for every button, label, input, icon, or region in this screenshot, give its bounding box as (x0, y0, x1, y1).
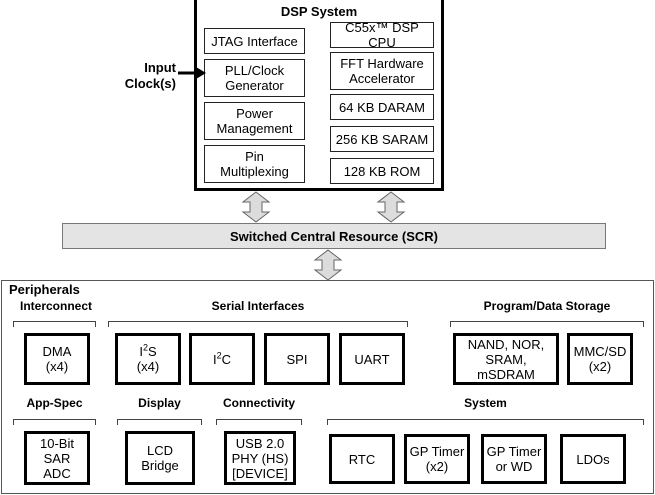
c55x-dsp-cpu-block: C55x™ DSP CPU (330, 20, 434, 50)
uart-block: UART (339, 333, 405, 385)
fft-hardware-accelerator-block: FFT Hardware Accelerator (330, 52, 434, 90)
rom-block: 128 KB ROM (330, 158, 434, 184)
i2s-suffix: S (x4) (136, 344, 160, 374)
peripherals-title: Peripherals (9, 282, 80, 297)
peripherals-block (1, 280, 654, 494)
dsp-system-title: DSP System (280, 4, 358, 19)
dma-block: DMA (x4) (24, 333, 90, 385)
lcd-bridge-block: LCD Bridge (125, 431, 195, 485)
input-clock-arrow-icon (178, 67, 206, 79)
system-bracket (327, 419, 644, 425)
i2c-label: I2C (212, 350, 232, 367)
serial-interfaces-bracket (108, 321, 408, 327)
daram-block: 64 KB DARAM (330, 94, 434, 120)
gp-timer-x2-block: GP Timer (x2) (404, 434, 470, 484)
connectivity-bracket (216, 419, 302, 425)
interconnect-title: Interconnect (20, 299, 93, 313)
i2c-prefix: I (212, 351, 217, 367)
saram-block: 256 KB SARAM (330, 126, 434, 152)
interconnect-bracket (13, 321, 96, 327)
i2s-prefix: I (139, 344, 143, 359)
mmc-sd-block: MMC/SD (x2) (567, 333, 633, 385)
dsp-system-block (194, 0, 444, 191)
i2c-superscript: 2 (216, 350, 222, 361)
system-title: System (464, 396, 507, 410)
i2c-suffix: C (221, 351, 232, 367)
ldos-block: LDOs (560, 434, 626, 484)
spi-block: SPI (264, 333, 330, 385)
i2s-label: I2S (x4) (136, 342, 160, 374)
scr-peripherals-link-icon (313, 249, 343, 281)
nand-nor-sram-block: NAND, NOR, SRAM, mSDRAM (453, 333, 559, 385)
display-title: Display (138, 396, 181, 410)
power-management-block: Power Management (204, 102, 305, 140)
program-data-storage-bracket (450, 321, 644, 327)
i2s-superscript: 2 (142, 342, 148, 353)
sar-adc-block: 10-Bit SAR ADC (24, 431, 90, 485)
usb-phy-block: USB 2.0 PHY (HS) [DEVICE] (224, 431, 296, 485)
serial-interfaces-title: Serial Interfaces (211, 299, 305, 313)
connectivity-title: Connectivity (222, 396, 295, 410)
switched-central-resource-bar: Switched Central Resource (SCR) (62, 223, 606, 249)
app-spec-title: App-Spec (26, 396, 83, 410)
i2c-block: I2C (189, 333, 255, 385)
i2s-block: I2S (x4) (115, 333, 181, 385)
jtag-interface-block: JTAG Interface (204, 28, 305, 54)
display-bracket (117, 419, 202, 425)
gp-timer-wd-block: GP Timer or WD (481, 434, 547, 484)
app-spec-bracket (13, 419, 96, 425)
rtc-block: RTC (329, 434, 395, 484)
dsp-scr-link-right-icon (376, 191, 406, 223)
program-data-storage-title: Program/Data Storage (483, 299, 611, 313)
input-clock-label: Input Clock(s) (124, 60, 176, 91)
dsp-scr-link-left-icon (241, 191, 271, 223)
pin-multiplexing-block: Pin Multiplexing (204, 145, 305, 183)
pll-clock-generator-block: PLL/Clock Generator (204, 59, 305, 97)
